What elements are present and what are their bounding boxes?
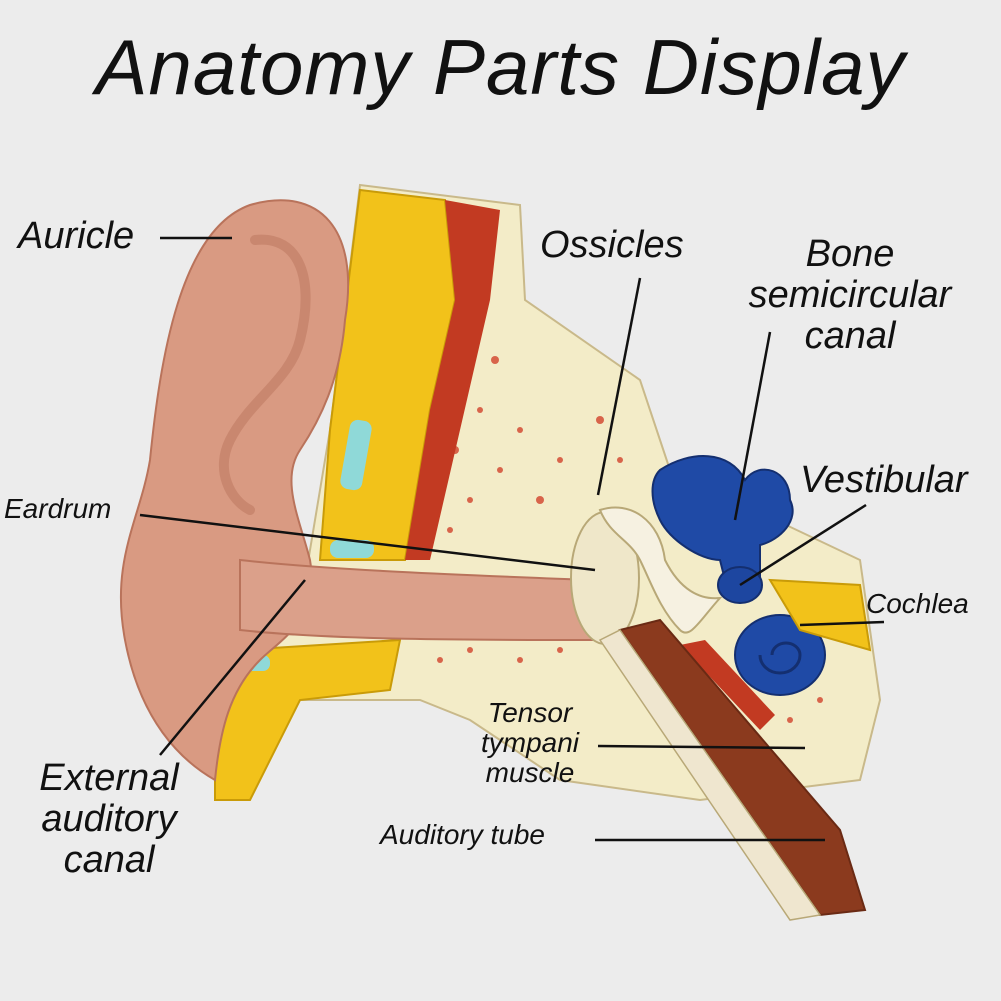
cartilage-bit-upper <box>340 419 372 491</box>
tensor-tympani-strip <box>680 640 775 730</box>
eardrum-leader <box>139 513 596 572</box>
label-bone-semicircular-canal-line3: canal <box>804 315 896 358</box>
label-bone-semicircular-canal-line2: semicircular <box>748 274 952 317</box>
label-ossicles: Ossicles <box>540 224 684 266</box>
label-auricle: Auricle <box>18 215 135 257</box>
nerve-bundle <box>768 578 872 652</box>
ossicles-leader <box>596 277 642 496</box>
label-bone-semicircular-canal: Bone semicircular canal <box>728 233 972 358</box>
cartilage-bit-middle <box>330 540 374 558</box>
label-eardrum: Eardrum <box>4 493 112 524</box>
auditory-tube-sheath <box>598 629 822 921</box>
label-vestibular: Vestibular <box>800 459 968 501</box>
semicircular-leader <box>733 331 772 521</box>
label-cochlea: Cochlea <box>866 588 969 619</box>
label-external-auditory-canal-line1: External <box>39 757 179 799</box>
tensor-tympani-leader <box>597 744 806 750</box>
cochlea-leader <box>799 620 885 627</box>
cochlea-spiral <box>758 641 802 675</box>
label-bone-semicircular-canal-line1: Bone <box>805 233 895 275</box>
vestibular-leader <box>739 503 867 587</box>
ossicles-shape <box>598 506 723 634</box>
label-tensor-tympani-muscle-line1: Tensor <box>487 697 573 728</box>
label-external-auditory-canal: External auditory canal <box>18 757 200 882</box>
label-tensor-tympani-muscle: Tensor tympani muscle <box>462 697 598 789</box>
auricle-fold <box>218 234 311 515</box>
external-canal-leader <box>159 579 306 756</box>
label-external-auditory-canal-line2: auditory <box>41 798 177 841</box>
label-auditory-tube: Auditory tube <box>380 819 545 850</box>
page-title: Anatomy Parts Display <box>95 23 906 111</box>
label-tensor-tympani-muscle-line3: muscle <box>485 757 575 789</box>
label-external-auditory-canal-line3: canal <box>63 839 155 882</box>
bone-spots <box>437 327 823 723</box>
label-tensor-tympani-muscle-line2: tympani <box>480 727 580 759</box>
cochlea-shape <box>734 614 826 696</box>
leader-lines <box>139 236 885 842</box>
semicircular-canal-shape <box>651 455 794 602</box>
muscle-stripe-upper <box>405 200 500 560</box>
